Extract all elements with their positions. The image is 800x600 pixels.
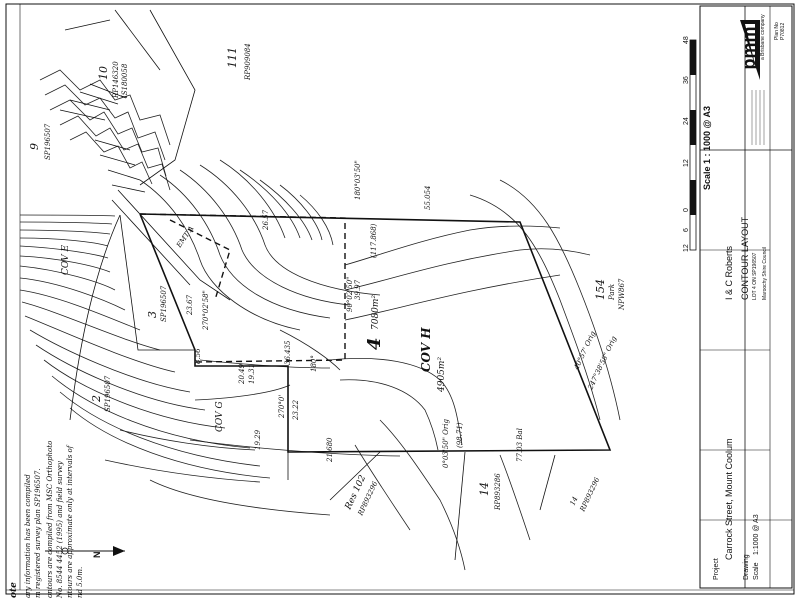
vertical-bearing: 90°02'50" xyxy=(346,277,354,312)
scale-tick-4: 12 xyxy=(683,159,690,167)
bearing-270: 270°0' xyxy=(278,395,286,419)
lot-4-number: 4 xyxy=(364,337,385,350)
notes-line-1: ary information has been compiled xyxy=(24,474,32,598)
bearing-labels: 180°03'50" 55.054 (117.868) 90°02'50" 39… xyxy=(186,160,618,468)
scale-tick-5: 24 xyxy=(683,117,690,125)
lot-2-plan: SP196507 xyxy=(104,375,112,412)
lot-2-number: 2 xyxy=(90,395,103,403)
vertical-distance: 39.97 xyxy=(354,279,362,300)
lot-9-number: 9 xyxy=(28,143,41,150)
easement-label: EMT A xyxy=(175,225,196,250)
scale-tick-6: 36 xyxy=(683,76,690,84)
bottom-distance: 21.680 xyxy=(326,437,334,463)
bottom-distance-bracket: (98.71) xyxy=(456,422,464,448)
drawing-title: CONTOUR LAYOUT xyxy=(740,216,750,300)
lot-154-type: Park xyxy=(608,284,616,301)
drawing-number-label: Plan No xyxy=(774,22,780,40)
notes-line-4: No. 8544 4452 (1995) and field survey xyxy=(56,460,64,599)
bearing-180: 180° xyxy=(310,355,318,372)
bottom-balance: 77.03 Bal xyxy=(516,428,524,462)
bottom-bearing: 0°03'50" Orig xyxy=(442,419,450,468)
scale-tick-3: 0 xyxy=(683,208,690,212)
scale-tick-2: 6 xyxy=(683,228,690,232)
lot-111-plan: RP909084 xyxy=(244,43,252,81)
lot-bottom-number: 14 xyxy=(569,495,580,506)
north-arrow-icon: N xyxy=(45,546,125,558)
drawing-number: P70812 xyxy=(780,23,786,40)
lot-3-number: 3 xyxy=(146,311,159,318)
lot-4-area-covenant: 4905m² xyxy=(437,357,447,393)
distance-36-435: 36.435 xyxy=(284,340,292,365)
contour-lines xyxy=(19,159,621,571)
lot-14-plan: RP893286 xyxy=(494,473,502,511)
top-distance: 55.054 xyxy=(424,186,432,211)
notes-line-2: m registered survey plan SP196507. xyxy=(34,468,42,598)
company-subtitle: a Brisbane company xyxy=(760,14,766,60)
notes-line-5: ntours are approximate only at intervals… xyxy=(66,444,74,598)
pmm-logo: pmm a Brisbane company xyxy=(739,14,766,80)
contour-value: 26.57 xyxy=(262,209,270,231)
lot-14-number: 14 xyxy=(478,482,491,496)
lot-bottom-plan: RP893296 xyxy=(578,476,601,514)
top-bearing: 180°03'50" xyxy=(354,160,362,200)
bottom-left-distance: 19.29 xyxy=(254,429,262,450)
lot-154-number: 154 xyxy=(594,279,607,300)
north-label: N xyxy=(92,552,102,559)
lot-10-plan-secondary: IS180058 xyxy=(121,63,129,99)
scale-caption: Scale 1 : 1000 @ A3 xyxy=(702,106,712,190)
distance-20-49: 20.49 xyxy=(238,363,246,385)
scale-bar: 12 6 0 12 24 36 48 Scale 1 : 1000 @ A3 xyxy=(683,36,712,252)
title-block: pmm a Brisbane company Project Carrock S… xyxy=(699,5,793,589)
project-name: Carrock Street, Mount Coolum xyxy=(724,438,734,560)
notes-block: ote ary information has been compiled m … xyxy=(9,441,84,599)
lot-154-plan: NPW867 xyxy=(618,278,626,311)
distance-19-31: 19.31 xyxy=(248,364,256,384)
right-original-bearing: 40°57' Orig xyxy=(572,330,597,372)
council-name: Maroochy Shire Council xyxy=(762,247,768,300)
scale-tick-7: 48 xyxy=(683,36,690,44)
lot-boundaries xyxy=(64,9,612,561)
distance-8-56: 8.56 xyxy=(194,348,202,364)
company-logo-text: pmm xyxy=(739,26,759,69)
lot-description: LOT 4 ON SP196507 xyxy=(752,252,758,300)
lot-3-plan: SP196507 xyxy=(160,285,168,322)
scale-label: Scale xyxy=(753,562,760,580)
top-distance-bracket: (117.868) xyxy=(370,223,378,258)
lot-4-area-total: 7080m² xyxy=(371,295,381,330)
notes-line-6: nd 5.0m. xyxy=(76,567,84,598)
lot-111-number: 111 xyxy=(226,47,239,68)
covenant-e-label: COV E xyxy=(61,245,71,275)
covenant-h-label: COV H xyxy=(419,327,433,372)
lot-10-number: 10 xyxy=(97,66,110,80)
project-label: Project xyxy=(713,558,720,580)
left-bearing: 270°02'58" xyxy=(202,290,210,331)
client-name: I & C Roberts xyxy=(724,245,734,300)
left-distance: 23.67 xyxy=(186,294,194,316)
scale-value: 1:1000 @ A3 xyxy=(753,514,760,555)
notes-heading: ote xyxy=(9,582,19,598)
lot-9-plan: SP196507 xyxy=(44,123,52,160)
fine-print xyxy=(751,90,765,145)
covenant-g-label: COV G xyxy=(215,401,225,432)
notes-line-3: ontours are compiled from MSC Orthophoto xyxy=(46,441,54,598)
sheet-frame xyxy=(5,3,795,595)
scale-tick-1: 12 xyxy=(683,244,690,252)
distance-23-22: 23.22 xyxy=(292,399,300,421)
lot-10-plan: RP146320 xyxy=(112,61,120,99)
upper-hatched-contours xyxy=(39,69,171,193)
drawing-label: Drawing xyxy=(743,554,750,580)
